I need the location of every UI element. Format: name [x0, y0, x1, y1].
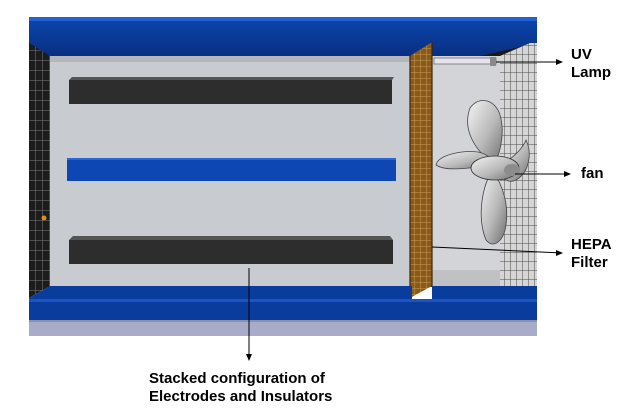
- base-plate-edge: [29, 320, 537, 322]
- electrode-plate-bottom: [69, 240, 393, 264]
- leader-lines: [246, 59, 571, 361]
- uv-lamp-label: UV Lamp: [571, 46, 612, 81]
- hepa-filter-panel: [410, 42, 432, 298]
- indicator-dot: [41, 215, 47, 221]
- electrode-plate-top: [69, 80, 392, 104]
- base-front-highlight: [29, 299, 537, 302]
- electrode-plate-top-face: [69, 77, 394, 80]
- compartment-floor-shadow: [432, 270, 522, 286]
- chamber-shadow: [50, 56, 412, 62]
- fan-blade-top: [467, 100, 503, 166]
- electrode-plate-bottom-face: [69, 236, 393, 240]
- uv-lamp: [433, 57, 497, 66]
- electrode-stack: [67, 77, 396, 264]
- base-front: [29, 286, 537, 320]
- fan-hub-tip: [504, 164, 520, 176]
- housing-top-edge: [29, 17, 537, 21]
- fan: [435, 100, 530, 245]
- fan-blade-bottom: [480, 169, 508, 245]
- uv-lamp-cap: [490, 57, 496, 66]
- housing-top-panel: [29, 17, 537, 56]
- fan-label: fan: [581, 165, 604, 182]
- left-wall-grille: [29, 43, 50, 298]
- hepa-filter-label: HEPA Filter: [571, 236, 612, 271]
- hepa-filter: [409, 42, 433, 298]
- stack-label: Stacked configuration of Electrodes and …: [149, 370, 333, 405]
- insulator-plate-highlight: [67, 158, 396, 160]
- uv-lamp-tube: [433, 57, 497, 65]
- base: [29, 286, 537, 336]
- insulator-plate: [67, 158, 396, 181]
- hepa-filter-leader: [431, 246, 563, 254]
- base-plate: [29, 320, 537, 336]
